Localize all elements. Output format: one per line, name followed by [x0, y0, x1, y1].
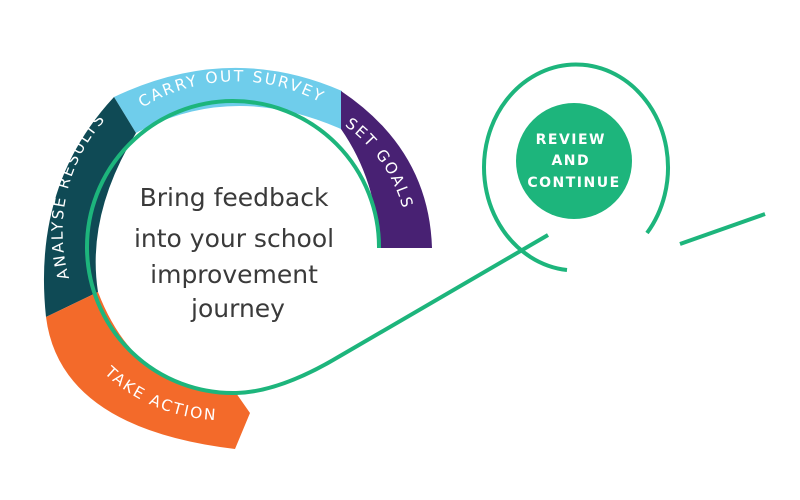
- center-line-1: Bring feedback: [140, 183, 329, 212]
- center-text: Bring feedback into your school improvem…: [134, 183, 342, 323]
- segment-set-goals: [341, 91, 432, 248]
- inner-circle-path: [85, 99, 550, 396]
- center-line-2: into your school: [134, 224, 334, 253]
- review-text: REVIEW AND CONTINUE: [527, 132, 620, 191]
- review-line-3: CONTINUE: [527, 175, 620, 191]
- review-line-1: REVIEW: [536, 132, 606, 148]
- center-line-4: journey: [190, 294, 285, 323]
- center-line-3: improvement: [150, 260, 318, 289]
- segment-take-action: [46, 292, 250, 449]
- review-circle: [516, 103, 632, 219]
- segment-analyse-results: [43, 97, 136, 317]
- review-line-2: AND: [551, 153, 590, 169]
- loop-path: [482, 62, 670, 272]
- exit-path: [679, 212, 766, 246]
